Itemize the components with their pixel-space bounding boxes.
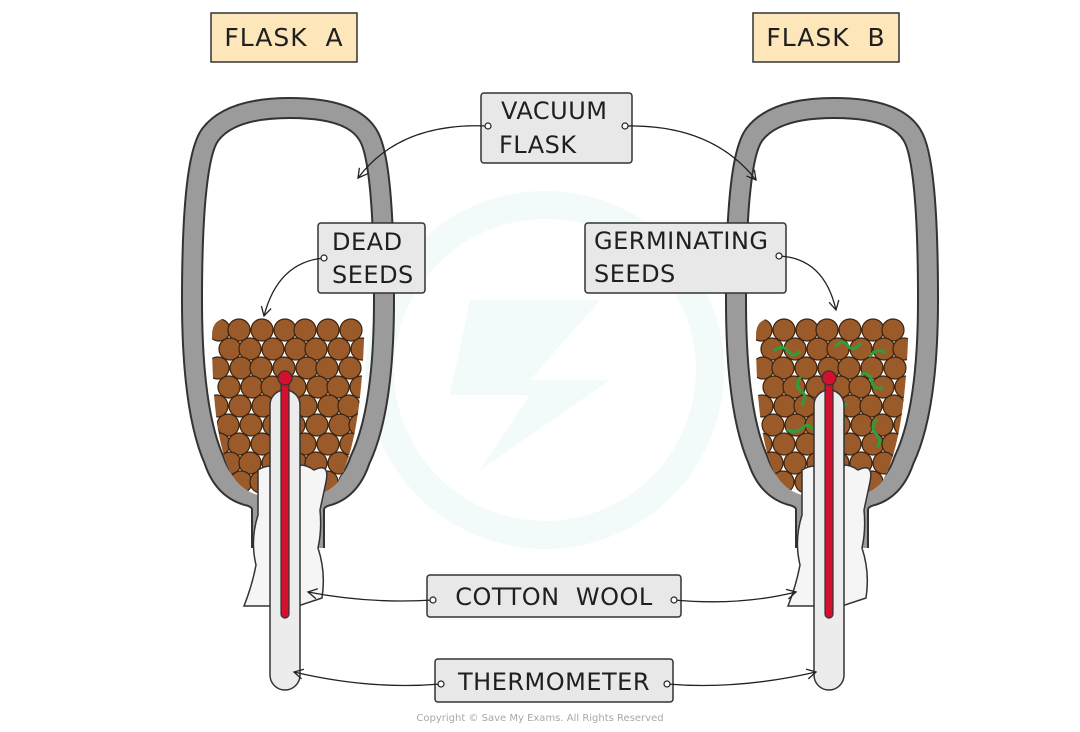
seed	[861, 432, 885, 456]
seed	[806, 337, 830, 361]
seed	[316, 318, 340, 342]
seed	[327, 337, 351, 361]
germinating-seeds-label-line1: GERMINATING	[594, 227, 769, 255]
seed	[228, 394, 252, 418]
flask-b	[725, 97, 939, 691]
seed	[238, 337, 262, 361]
seed	[772, 432, 796, 456]
arrow-vacuum-to-flask-a	[357, 125, 489, 180]
vacuum-flask-label-line1: VACUUM	[501, 97, 607, 125]
seed	[250, 318, 274, 342]
seed	[273, 318, 297, 342]
seed	[339, 318, 363, 342]
seed	[773, 394, 797, 418]
seed	[881, 318, 905, 342]
dead-seeds-label-line2: SEEDS	[332, 261, 414, 289]
arrow-germinating-seeds	[778, 255, 840, 312]
seed	[212, 356, 230, 380]
vacuum-flask-label-line2: FLASK	[499, 131, 577, 159]
flask-b-title: FLASK B	[752, 12, 900, 63]
seed	[304, 337, 328, 361]
seed	[756, 318, 773, 342]
dead-seeds-label-line1: DEAD	[332, 228, 403, 256]
seed	[239, 413, 263, 437]
germinating-seeds-label-line2: SEEDS	[594, 260, 676, 288]
arrow-thermometer-b	[666, 668, 818, 687]
arrow-dead-seeds	[260, 257, 325, 318]
seed	[315, 356, 339, 380]
seed	[249, 356, 273, 380]
seed	[305, 413, 329, 437]
flask-a-thermometer	[269, 370, 301, 691]
seed	[872, 337, 896, 361]
seed	[338, 356, 362, 380]
flask-a-title: FLASK A	[210, 12, 358, 63]
germinating-seeds-label: GERMINATING SEEDS	[584, 222, 787, 294]
seed	[261, 337, 285, 361]
arrow-cotton-wool-b	[673, 588, 798, 603]
seed	[892, 337, 909, 361]
seed	[212, 318, 231, 342]
arrow-cotton-wool-a	[306, 588, 434, 602]
flask-b-mercury	[824, 377, 834, 619]
thermometer-label: THERMOMETER	[434, 658, 674, 703]
seed	[859, 394, 883, 418]
arrow-anchor-dots	[320, 122, 783, 688]
seed	[350, 337, 365, 361]
seed	[229, 356, 253, 380]
flask-b-title-text: FLASK B	[766, 23, 885, 52]
seed	[240, 375, 264, 399]
seed	[316, 432, 340, 456]
seed	[284, 337, 308, 361]
seed	[295, 356, 319, 380]
seed	[762, 375, 786, 399]
arrow-thermometer-a	[292, 668, 442, 687]
seed	[837, 356, 861, 380]
seed	[771, 356, 795, 380]
seed	[212, 394, 229, 418]
seed	[756, 356, 775, 380]
seed	[882, 394, 906, 418]
seed	[795, 318, 819, 342]
seed	[883, 356, 907, 380]
arrow-vacuum-to-flask-b	[624, 125, 757, 182]
copyright-text: Copyright © Save My Exams. All Rights Re…	[416, 713, 663, 724]
seed	[783, 451, 807, 475]
cotton-wool-label: COTTON WOOL	[426, 574, 682, 618]
label-arrows	[260, 125, 840, 687]
vacuum-flask-label: VACUUM FLASK	[480, 92, 633, 164]
seed	[306, 375, 330, 399]
thermometer-label-text: THERMOMETER	[457, 668, 650, 696]
seed	[794, 356, 818, 380]
seed	[860, 356, 884, 380]
seed	[227, 318, 251, 342]
seed	[293, 318, 317, 342]
cotton-wool-label-text: COTTON WOOL	[455, 583, 653, 611]
flask-a-mercury	[280, 377, 290, 619]
seed	[317, 394, 341, 418]
flask-a	[181, 97, 395, 691]
seed	[772, 318, 796, 342]
seed	[861, 318, 885, 342]
flask-b-thermometer	[813, 370, 845, 691]
dead-seeds-label: DEAD SEEDS	[317, 222, 426, 294]
seed	[328, 413, 352, 437]
seed	[326, 375, 350, 399]
seed	[218, 337, 242, 361]
seed	[217, 375, 241, 399]
flask-a-title-text: FLASK A	[224, 23, 343, 52]
seed	[838, 318, 862, 342]
seed	[848, 375, 872, 399]
seed	[815, 318, 839, 342]
seed	[227, 432, 251, 456]
seed	[850, 413, 874, 437]
seed	[238, 451, 262, 475]
seed	[761, 413, 785, 437]
